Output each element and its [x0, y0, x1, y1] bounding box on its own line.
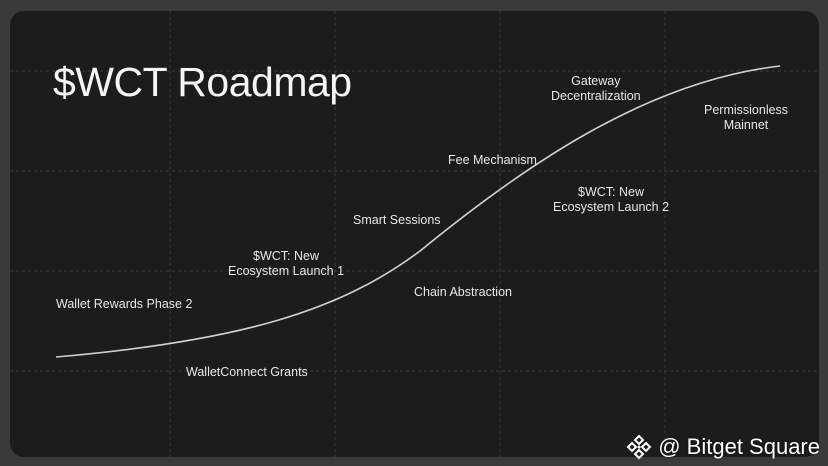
- milestone-ecosystem-launch-1: $WCT: New Ecosystem Launch 1: [228, 249, 345, 278]
- watermark-text: @ Bitget Square: [658, 434, 820, 459]
- page-title: $WCT Roadmap: [53, 59, 352, 105]
- milestone-chain-abstraction: Chain Abstraction: [414, 285, 512, 299]
- milestone-fee-mechanism: Fee Mechanism: [448, 153, 537, 167]
- roadmap-curve: [55, 65, 781, 358]
- background-grid: [10, 11, 819, 457]
- roadmap-slide: $WCT Roadmap Wallet Rewards Phase 2 Wall…: [10, 11, 819, 457]
- watermark: @ Bitget Square: [626, 434, 820, 460]
- milestone-gateway-decentralization: Gateway Decentralization: [551, 74, 641, 103]
- milestone-wallet-rewards-phase-2: Wallet Rewards Phase 2: [56, 297, 193, 311]
- bitget-logo-icon: [626, 434, 652, 460]
- milestone-smart-sessions: Smart Sessions: [353, 213, 441, 227]
- milestone-permissionless-mainnet: Permissionless Mainnet: [704, 103, 789, 132]
- milestone-ecosystem-launch-2: $WCT: New Ecosystem Launch 2: [553, 185, 670, 214]
- milestone-walletconnect-grants: WalletConnect Grants: [186, 365, 308, 379]
